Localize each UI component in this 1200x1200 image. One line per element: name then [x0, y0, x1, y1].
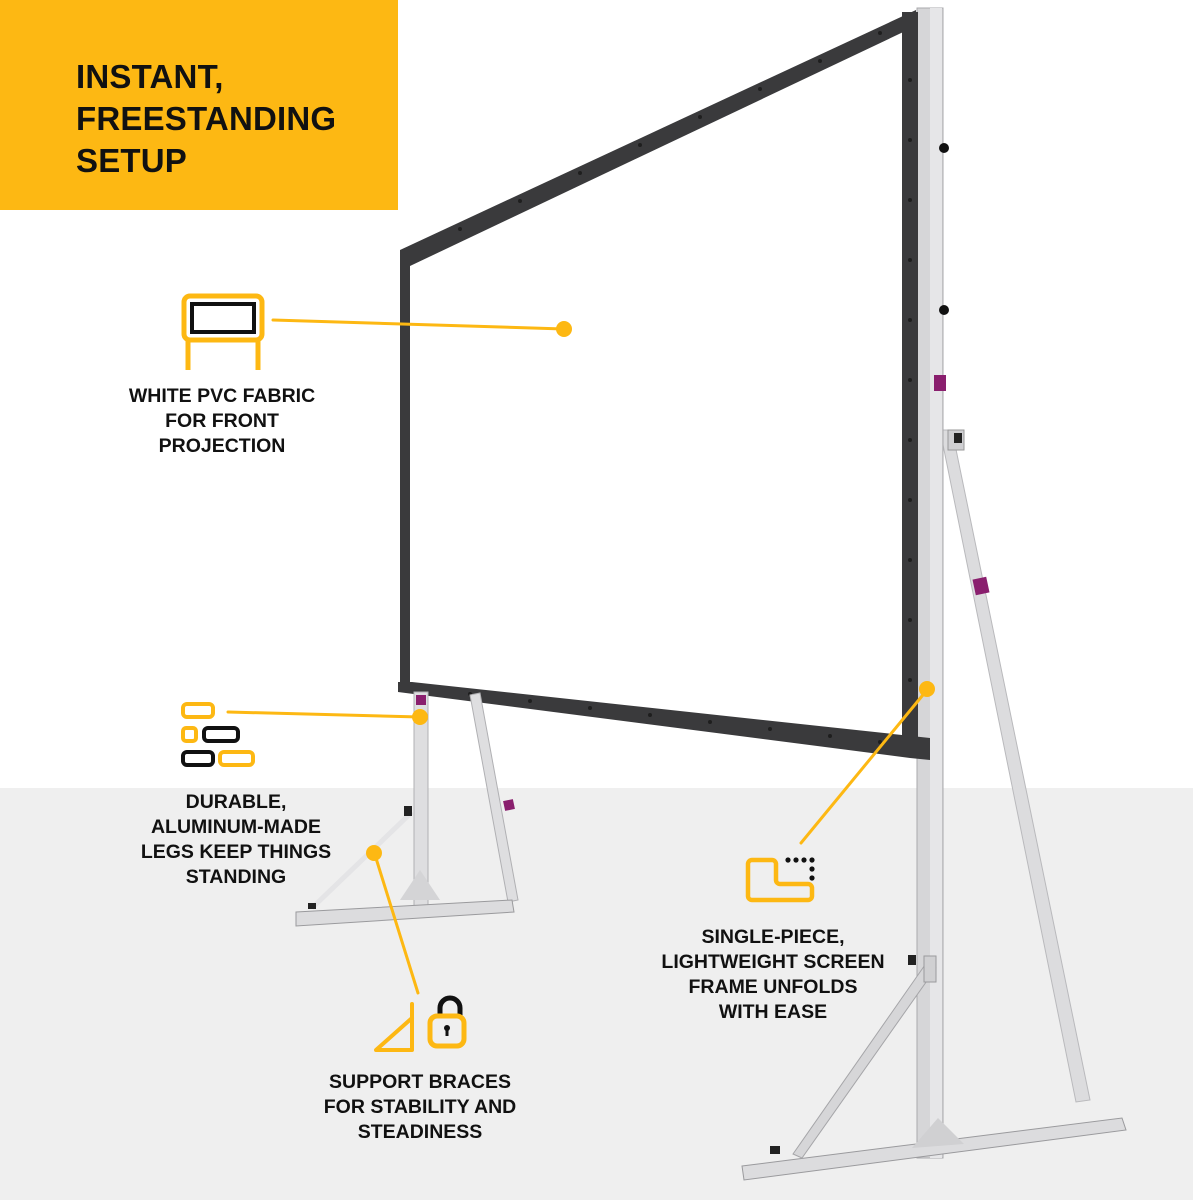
callout-braces-line-1: SUPPORT BRACES — [328, 1071, 512, 1093]
callout-frame-line-1: SINGLE-PIECE, — [701, 926, 845, 948]
aluminum-bars-icon — [181, 702, 255, 767]
floor-background — [0, 788, 1193, 1200]
frame-top — [400, 10, 916, 266]
rear-right-strut — [939, 429, 1091, 1103]
callout-line-legs — [226, 710, 422, 719]
strut-clip-purple — [972, 576, 990, 596]
callout-dot-fabric — [556, 321, 572, 337]
callout-fabric-line-1: WHITE PVC FABRIC — [128, 385, 316, 407]
screen-on-stand-icon — [181, 293, 265, 370]
headline: INSTANT, FREESTANDING SETUP — [76, 56, 336, 182]
callout-legs-label: DURABLE, ALUMINUM-MADE LEGS KEEP THINGS … — [141, 790, 331, 890]
callout-fabric-line-2: FOR FRONT — [165, 410, 279, 432]
callout-legs-line-2: ALUMINUM-MADE — [150, 816, 322, 838]
screen-fabric — [408, 18, 916, 738]
headline-box: INSTANT, FREESTANDING SETUP — [0, 0, 398, 210]
callout-legs-line-4: STANDING — [185, 866, 287, 888]
callout-braces-label: SUPPORT BRACES FOR STABILITY AND STEADIN… — [324, 1070, 516, 1145]
left-rear-strut — [469, 692, 519, 903]
callout-dot-legs — [412, 709, 428, 725]
callout-dot-braces — [366, 845, 382, 861]
frame-right — [902, 12, 918, 740]
unfold-frame-icon — [745, 857, 815, 903]
callout-frame-label: SINGLE-PIECE, LIGHTWEIGHT SCREEN FRAME U… — [661, 925, 884, 1025]
headline-line-2: FREESTANDING — [76, 100, 337, 137]
callout-legs-line-1: DURABLE, — [185, 791, 287, 813]
callout-frame-line-4: WITH EASE — [718, 1001, 828, 1023]
headline-line-1: INSTANT, — [76, 58, 224, 95]
callout-braces-line-3: STEADINESS — [357, 1121, 483, 1143]
right-base — [741, 1117, 1127, 1181]
callout-braces-line-2: FOR STABILITY AND — [323, 1096, 517, 1118]
callout-legs-line-3: LEGS KEEP THINGS — [140, 841, 332, 863]
headline-line-3: SETUP — [76, 142, 188, 179]
callout-dot-frame — [919, 681, 935, 697]
callout-fabric-line-3: PROJECTION — [158, 435, 286, 457]
frame-left — [400, 250, 410, 690]
left-base — [295, 899, 515, 927]
callout-fabric-label: WHITE PVC FABRIC FOR FRONT PROJECTION — [129, 384, 315, 459]
callout-frame-line-3: FRAME UNFOLDS — [688, 976, 858, 998]
brace-and-lock-icon — [374, 995, 467, 1052]
post-clip-purple — [934, 375, 946, 391]
callout-line-braces — [373, 853, 420, 995]
callout-line-fabric — [271, 318, 566, 331]
callout-frame-line-2: LIGHTWEIGHT SCREEN — [661, 951, 885, 973]
callout-line-frame — [799, 688, 929, 845]
